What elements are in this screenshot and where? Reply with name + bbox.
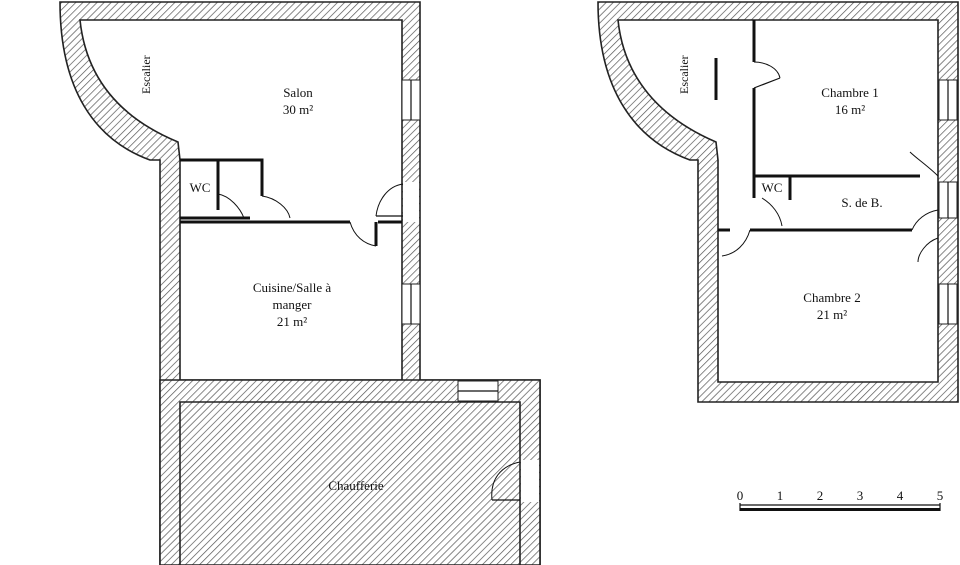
scale-line-bottom bbox=[740, 508, 940, 511]
boiler-door-opening bbox=[521, 460, 539, 502]
ground-wc-label: WC bbox=[190, 180, 211, 195]
scale-tick-1: 1 bbox=[777, 488, 784, 503]
salon-kitchen-partition bbox=[180, 220, 402, 246]
salon-door-opening bbox=[403, 182, 419, 222]
scale-tick-0: 0 bbox=[737, 488, 744, 503]
scale-bar: 0 1 2 3 4 5 bbox=[737, 488, 944, 511]
ground-stair-label: Escalier bbox=[139, 55, 153, 94]
bedroom2-area: 21 m² bbox=[817, 307, 847, 322]
scale-tick-2: 2 bbox=[817, 488, 824, 503]
bath-label: S. de B. bbox=[841, 195, 882, 210]
kitchen-label-line1: Cuisine/Salle à bbox=[253, 280, 332, 295]
boiler-label: Chaufferie bbox=[328, 478, 384, 493]
salon-area: 30 m² bbox=[283, 102, 313, 117]
ground-floor-plan: Escalier Salon 30 m² WC Cuisine/Salle à … bbox=[59, 1, 541, 565]
upper-floor-plan: Escalier Chambre 1 16 m² WC S. de B. Cha… bbox=[597, 1, 959, 403]
upper-wc-label: WC bbox=[762, 180, 783, 195]
boiler-room-walls bbox=[159, 379, 541, 565]
scale-tick-3: 3 bbox=[857, 488, 864, 503]
bedroom1-partition bbox=[752, 20, 920, 200]
kitchen-label-line2: manger bbox=[273, 297, 313, 312]
salon-label: Salon bbox=[283, 85, 313, 100]
scale-tick-5: 5 bbox=[937, 488, 944, 503]
bedroom1-label: Chambre 1 bbox=[821, 85, 878, 100]
bedroom2-label: Chambre 2 bbox=[803, 290, 860, 305]
wc-partition bbox=[180, 158, 264, 220]
bedroom1-area: 16 m² bbox=[835, 102, 865, 117]
kitchen-area: 21 m² bbox=[277, 314, 307, 329]
scale-tick-4: 4 bbox=[897, 488, 904, 503]
upper-stair-label: Escalier bbox=[677, 55, 691, 94]
upper-floor-outer-walls bbox=[597, 1, 959, 403]
